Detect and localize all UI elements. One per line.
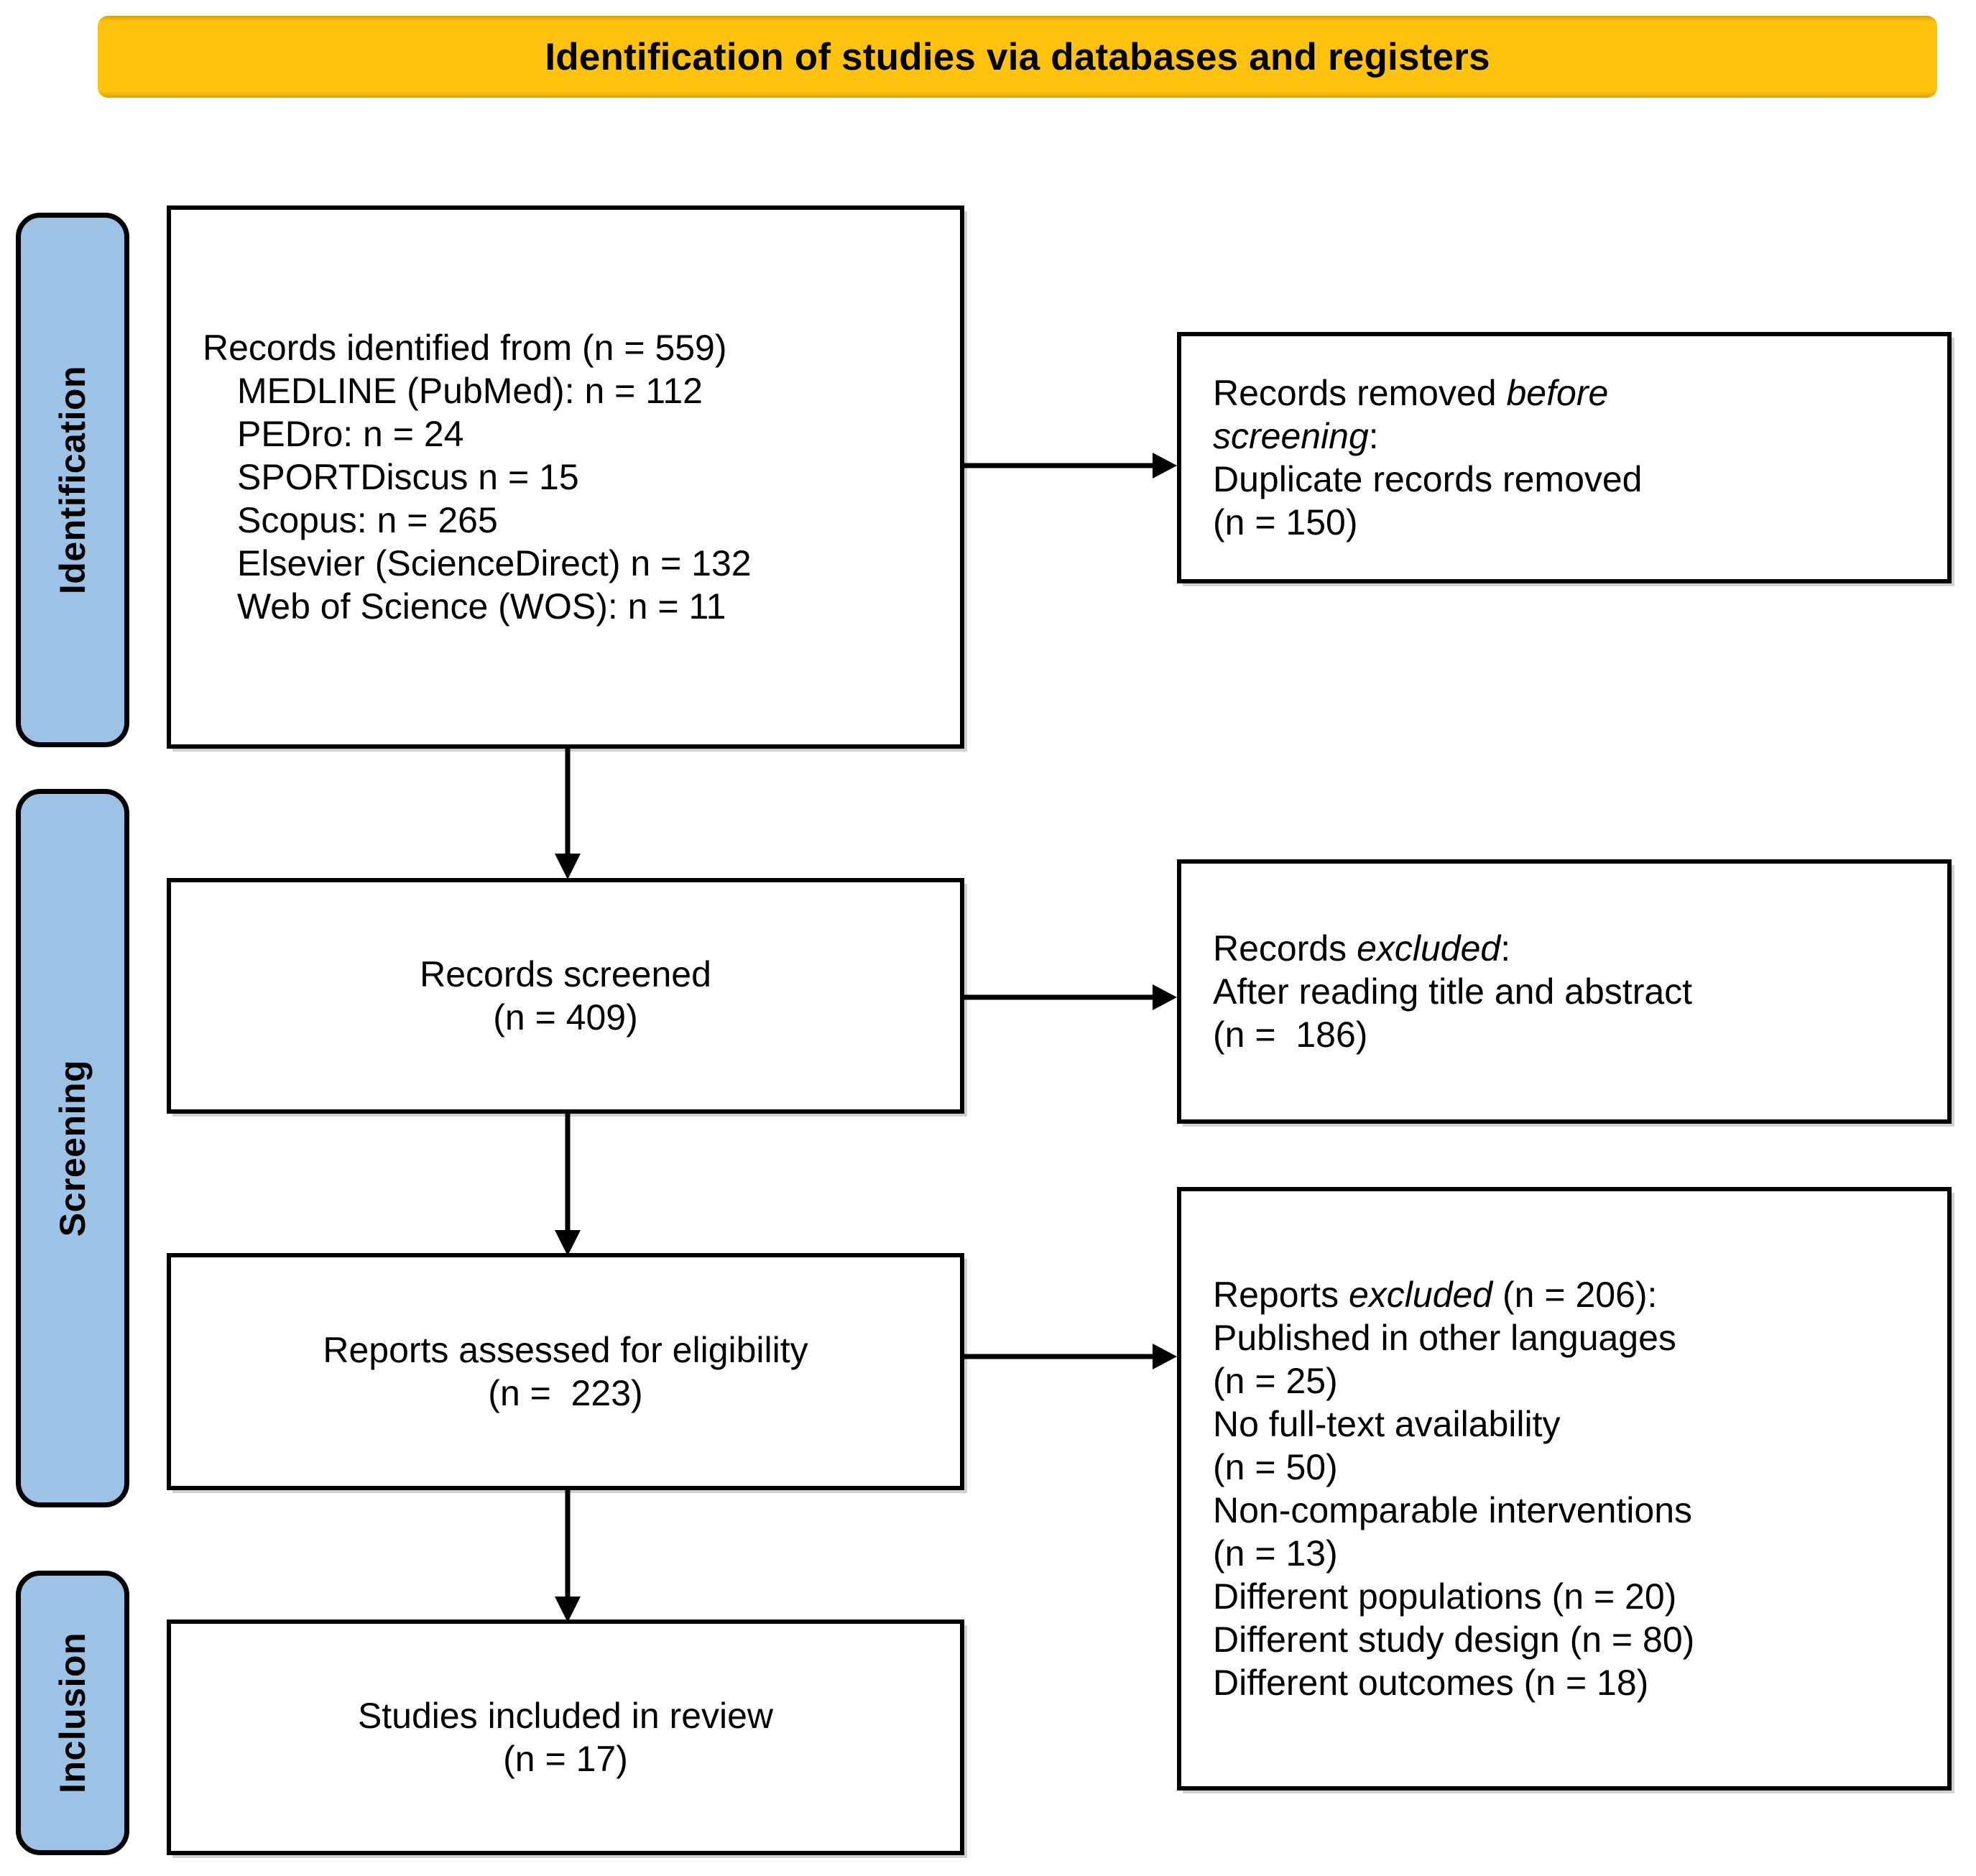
page-title: Identification of studies via databases … — [545, 35, 1490, 78]
box-line: SPORTDiscus n = 15 — [237, 457, 579, 497]
phase-label-identification: Identification — [16, 213, 129, 747]
text-segment: (n = 206): — [1492, 1275, 1658, 1315]
text-segment: : — [1500, 928, 1511, 969]
box-line: Records identified from (n = 559) — [203, 328, 727, 368]
box-records-screened: Records screened (n = 409) — [167, 878, 964, 1114]
arrow-screened-to-eligibility — [548, 1109, 588, 1259]
box-line: Records removed before — [1213, 371, 1608, 415]
box-line: Non-comparable interventions — [1213, 1490, 1693, 1530]
box-line: (n = 17) — [503, 1739, 628, 1779]
box-line: Studies included in review — [357, 1696, 774, 1736]
text-segment-italic: excluded — [1348, 1275, 1493, 1315]
box-line: Different study design (n = 80) — [1213, 1619, 1695, 1660]
text-segment: Reports — [1213, 1275, 1349, 1315]
box-records-removed-before-screening: Records removed before screening: Duplic… — [1177, 332, 1952, 583]
box-line: (n = 223) — [488, 1373, 643, 1413]
box-line: (n = 409) — [493, 997, 638, 1038]
box-line: Reports assessed for eligibility — [323, 1330, 808, 1370]
arrow-eligibility-to-included — [548, 1486, 588, 1625]
text-segment-italic: excluded — [1357, 928, 1501, 969]
text-segment-italic: before — [1506, 373, 1609, 413]
arrow-screened-to-excluded — [960, 977, 1183, 1017]
arrow-identified-to-screened — [548, 744, 588, 882]
box-records-identified: Records identified from (n = 559) MEDLIN… — [167, 205, 964, 749]
box-line: Elsevier (ScienceDirect) n = 132 — [237, 543, 752, 583]
box-line: Records screened — [420, 954, 711, 994]
box-line: Records excluded: — [1213, 927, 1510, 970]
box-line: Published in other languages — [1213, 1318, 1676, 1358]
phase-label-screening: Screening — [16, 789, 129, 1507]
box-line: (n = 186) — [1213, 1015, 1368, 1055]
box-line: (n = 50) — [1213, 1447, 1338, 1487]
box-line: (n = 25) — [1213, 1361, 1338, 1401]
arrow-eligibility-to-reports-excluded — [960, 1336, 1183, 1377]
box-line: After reading title and abstract — [1213, 971, 1693, 1012]
text-segment-italic: screening — [1213, 416, 1369, 456]
box-line: Scopus: n = 265 — [237, 500, 498, 540]
box-line: No full-text availability — [1213, 1404, 1561, 1444]
box-line: (n = 13) — [1213, 1533, 1338, 1574]
box-reports-excluded: Reports excluded (n = 206): Published in… — [1177, 1187, 1952, 1790]
phase-label-text: Screening — [52, 1059, 93, 1237]
box-line: Reports excluded (n = 206): — [1213, 1273, 1657, 1316]
text-segment: : — [1368, 416, 1379, 456]
box-studies-included-in-review: Studies included in review (n = 17) — [167, 1619, 964, 1855]
phase-label-inclusion: Inclusion — [16, 1571, 129, 1855]
box-line: Duplicate records removed — [1213, 459, 1643, 499]
phase-label-text: Inclusion — [52, 1632, 93, 1793]
box-records-excluded: Records excluded: After reading title an… — [1177, 859, 1952, 1124]
box-reports-assessed-for-eligibility: Reports assessed for eligibility (n = 22… — [167, 1253, 964, 1490]
box-line: MEDLINE (PubMed): n = 112 — [237, 371, 703, 411]
box-line: PEDro: n = 24 — [237, 414, 464, 454]
text-segment: Records removed — [1213, 373, 1507, 413]
text-segment: Records — [1213, 928, 1357, 969]
arrow-identified-to-removed — [960, 445, 1183, 486]
phase-label-text: Identification — [52, 365, 93, 595]
box-line: Web of Science (WOS): n = 11 — [237, 586, 726, 627]
box-line: (n = 150) — [1213, 502, 1358, 542]
box-line: Different populations (n = 20) — [1213, 1576, 1677, 1617]
box-line: screening: — [1213, 415, 1379, 458]
box-line: Different outcomes (n = 18) — [1213, 1663, 1649, 1703]
diagram-title-banner: Identification of studies via databases … — [98, 16, 1937, 98]
